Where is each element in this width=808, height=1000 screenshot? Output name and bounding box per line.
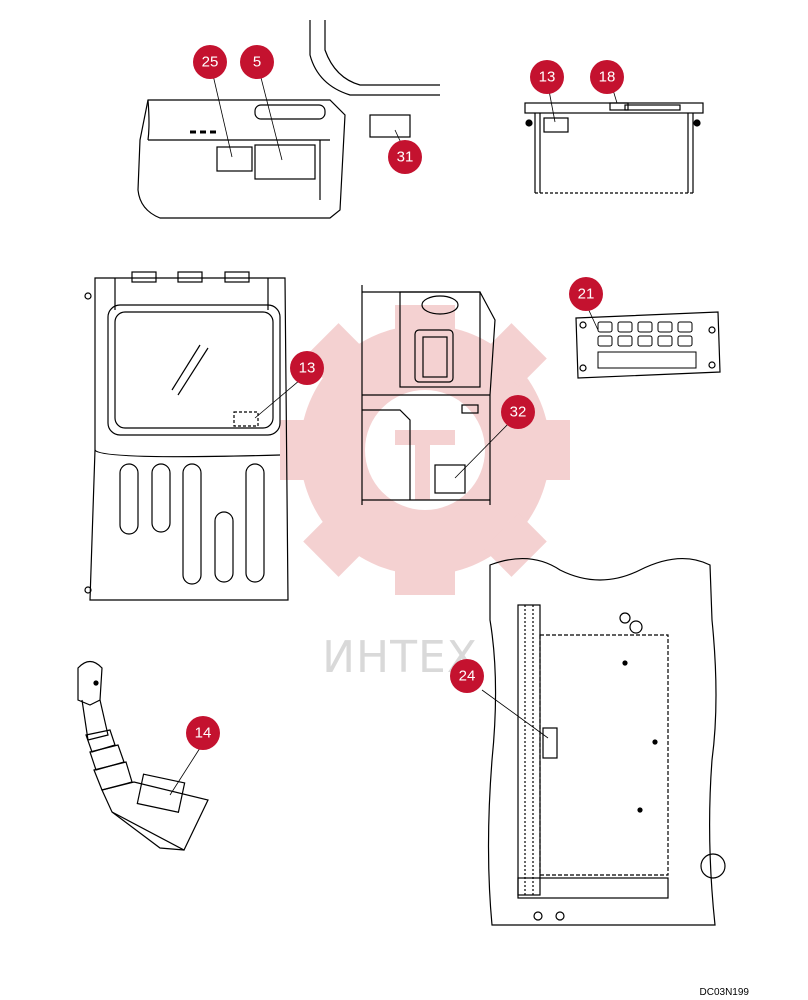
switch-panel [575,311,721,379]
callout-13-door: 13 [290,351,324,385]
leader-lines-radiator [481,689,549,739]
svg-text:5: 5 [253,54,261,71]
roof-frame-panel [524,102,704,194]
radiator-panel [487,557,726,926]
svg-text:24: 24 [459,668,476,685]
svg-text:21: 21 [578,286,595,303]
callout-31: 31 [388,140,422,174]
svg-text:32: 32 [510,404,527,421]
svg-text:18: 18 [599,69,616,86]
console-panel [361,285,496,505]
figure-code: DC03N199 [700,987,750,998]
leader-lines-door [254,379,301,419]
callout-24: 24 [450,659,484,693]
watermark-logo [280,305,570,595]
callout-25: 25 [193,45,227,79]
svg-text:13: 13 [299,360,316,377]
callout-21: 21 [569,277,603,311]
svg-text:13: 13 [539,69,556,86]
callout-5: 5 [240,45,274,79]
callout-32: 32 [501,395,535,429]
callout-18: 18 [590,60,624,94]
svg-text:25: 25 [202,54,219,71]
svg-text:14: 14 [195,725,212,742]
joystick-panel [77,660,209,851]
svg-text:31: 31 [397,149,414,166]
callout-14: 14 [186,716,220,750]
leader-lines-joystick [169,747,201,796]
dashboard-panel [137,20,440,219]
callout-13-frame: 13 [530,60,564,94]
cab-door-panel [84,271,289,601]
leader-lines-console [454,419,513,479]
